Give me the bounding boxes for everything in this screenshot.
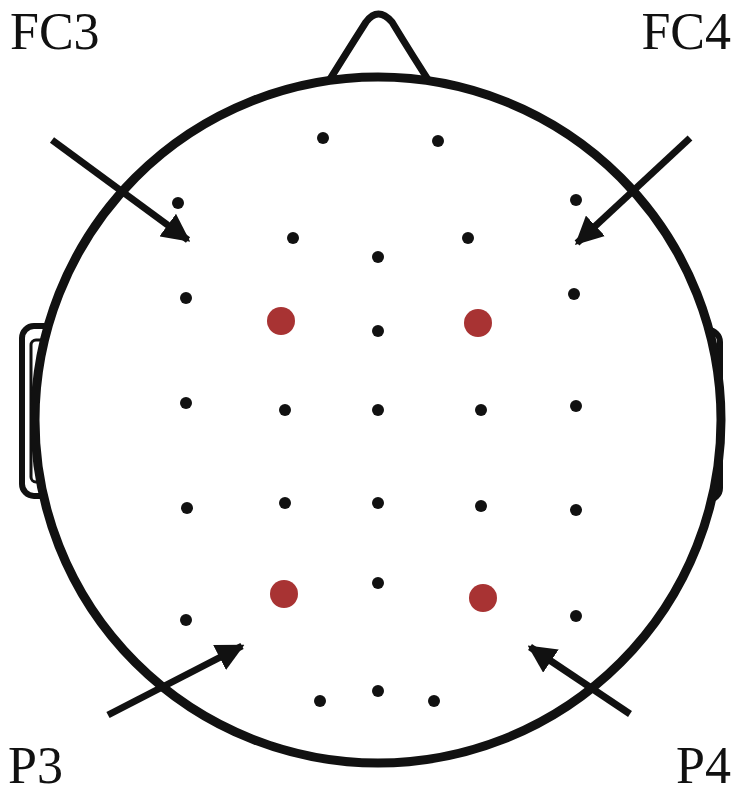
electrode-dot (428, 695, 440, 707)
electrode-dot (372, 325, 384, 337)
electrode-grid (172, 132, 582, 707)
electrode-dot (372, 497, 384, 509)
leader-arrow (530, 647, 630, 714)
electrode-dot (180, 397, 192, 409)
electrode-dot (372, 685, 384, 697)
electrode-dot (432, 135, 444, 147)
electrode-dot (372, 577, 384, 589)
electrode-dot (570, 610, 582, 622)
electrode-dot (279, 404, 291, 416)
electrode-dot (317, 132, 329, 144)
electrode-dot (279, 497, 291, 509)
electrode-dot (568, 288, 580, 300)
electrode-dot (172, 197, 184, 209)
electrode-label: P3 (8, 740, 63, 792)
electrode-dot (181, 502, 193, 514)
electrode-dot (372, 251, 384, 263)
electrode-dot (180, 292, 192, 304)
highlighted-electrode (270, 580, 298, 608)
leader-arrow (52, 140, 188, 240)
highlighted-electrode (267, 307, 295, 335)
electrode-dot (462, 232, 474, 244)
leader-arrow (577, 138, 690, 243)
leader-arrow (108, 646, 242, 715)
electrode-label: P4 (676, 740, 731, 792)
electrode-dot (570, 504, 582, 516)
electrode-dot (287, 232, 299, 244)
highlighted-electrode (464, 309, 492, 337)
electrode-dot (372, 404, 384, 416)
electrode-dot (180, 614, 192, 626)
electrode-dot (475, 500, 487, 512)
electrode-label: FC4 (641, 6, 731, 58)
highlighted-electrode (469, 584, 497, 612)
electrode-dot (570, 400, 582, 412)
electrode-dot (475, 404, 487, 416)
electrode-dot (570, 194, 582, 206)
head-outline (35, 77, 721, 763)
electrode-dot (314, 695, 326, 707)
electrode-label: FC3 (10, 6, 100, 58)
